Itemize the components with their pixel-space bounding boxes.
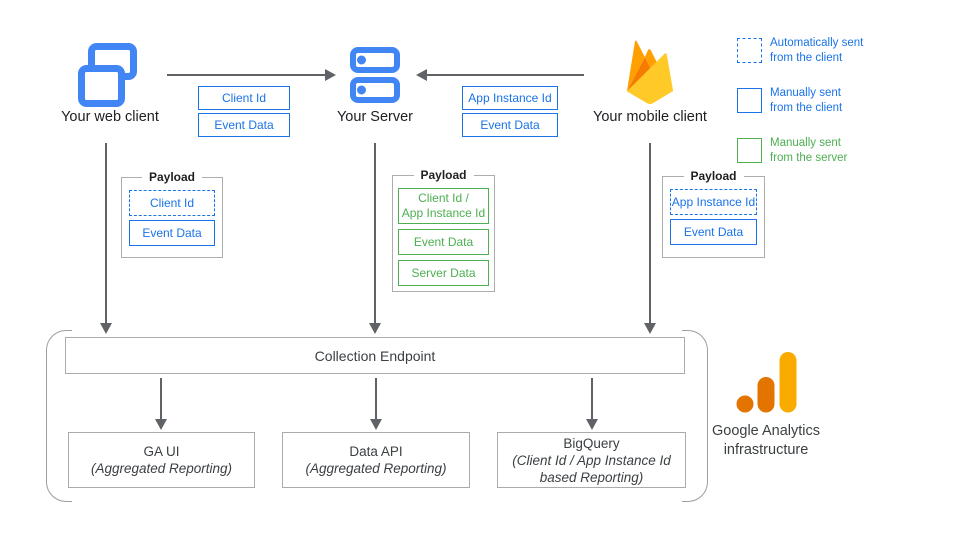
payload-item-event-data: Event Data	[398, 229, 489, 255]
arrow-mobile-to-server-head-icon	[416, 69, 427, 81]
payload-item-app-instance-id: App Instance Id	[670, 189, 757, 215]
arrow-endpoint-to-bigquery-head-icon	[586, 419, 598, 430]
payload-item-client-id: Client Id	[129, 190, 215, 216]
output-subtitle: (Aggregated Reporting)	[90, 461, 233, 476]
payload-item-event-data: Event Data	[670, 219, 757, 245]
arrow-server-down-line	[374, 143, 376, 324]
arrow-endpoint-to-dataapi-head-icon	[370, 419, 382, 430]
output-title: Data API	[349, 444, 403, 459]
arrow-mobile-to-server-line	[427, 74, 584, 76]
payload-item-server-data: Server Data	[398, 260, 489, 286]
arrow-mobile-down-line	[649, 143, 651, 324]
legend-swatch-manual-server-icon	[737, 138, 762, 163]
arrow-endpoint-to-bigquery-line	[591, 378, 593, 420]
payload-box-mobile: Payload App Instance Id Event Data	[662, 169, 765, 258]
legend-label-manual-client: Manually sent from the client	[770, 87, 843, 114]
legend-swatch-manual-client-icon	[737, 88, 762, 113]
payload-title: Payload	[683, 169, 744, 183]
output-box-data-api: Data API (Aggregated Reporting)	[282, 432, 470, 488]
arrow-endpoint-to-dataapi-line	[375, 378, 377, 420]
payload-item-event-data: Event Data	[129, 220, 215, 246]
server-icon	[350, 47, 400, 103]
flow-param-app-instance-id: App Instance Id	[462, 86, 558, 110]
arrow-endpoint-to-gaui-line	[160, 378, 162, 420]
output-title: GA UI	[143, 444, 180, 459]
arrow-server-down-head-icon	[369, 323, 381, 334]
payload-box-web: Payload Client Id Event Data	[121, 170, 223, 258]
legend-swatch-auto-client-icon	[737, 38, 762, 63]
arrow-web-to-server-line	[167, 74, 326, 76]
legend-label-manual-server: Manually sent from the server	[770, 137, 848, 164]
output-box-ga-ui: GA UI (Aggregated Reporting)	[68, 432, 255, 488]
output-title: BigQuery	[563, 435, 620, 451]
arrow-web-down-line	[105, 143, 107, 324]
flow-param-client-id: Client Id	[198, 86, 290, 110]
arrow-web-to-server-head-icon	[325, 69, 336, 81]
firebase-mobile-client-icon	[626, 40, 674, 105]
arrow-endpoint-to-gaui-head-icon	[155, 419, 167, 430]
browser-windows-icon	[78, 43, 137, 107]
mobile-client-label: Your mobile client	[593, 109, 707, 125]
flow-param-event-data-web: Event Data	[198, 113, 290, 137]
arrow-mobile-down-head-icon	[644, 323, 656, 334]
payload-title: Payload	[413, 168, 474, 182]
legend-label-auto-client: Automatically sent from the client	[770, 37, 864, 64]
collection-endpoint-box: Collection Endpoint	[65, 337, 685, 374]
infrastructure-caption: Google Analytics infrastructure	[711, 423, 820, 458]
output-subtitle: (Client Id / App Instance Id based Repor…	[512, 452, 671, 485]
arrow-web-down-head-icon	[100, 323, 112, 334]
output-box-bigquery: BigQuery (Client Id / App Instance Id ba…	[497, 432, 686, 488]
web-client-label: Your web client	[61, 109, 159, 125]
server-label: Your Server	[336, 109, 414, 125]
payload-title: Payload	[141, 170, 203, 184]
flow-param-event-data-mobile: Event Data	[462, 113, 558, 137]
google-analytics-logo-icon	[736, 352, 797, 413]
payload-item-client-or-app-instance-id: Client Id / App Instance Id	[398, 188, 489, 224]
output-subtitle: (Aggregated Reporting)	[305, 461, 447, 476]
payload-box-server: Payload Client Id / App Instance Id Even…	[392, 168, 495, 292]
